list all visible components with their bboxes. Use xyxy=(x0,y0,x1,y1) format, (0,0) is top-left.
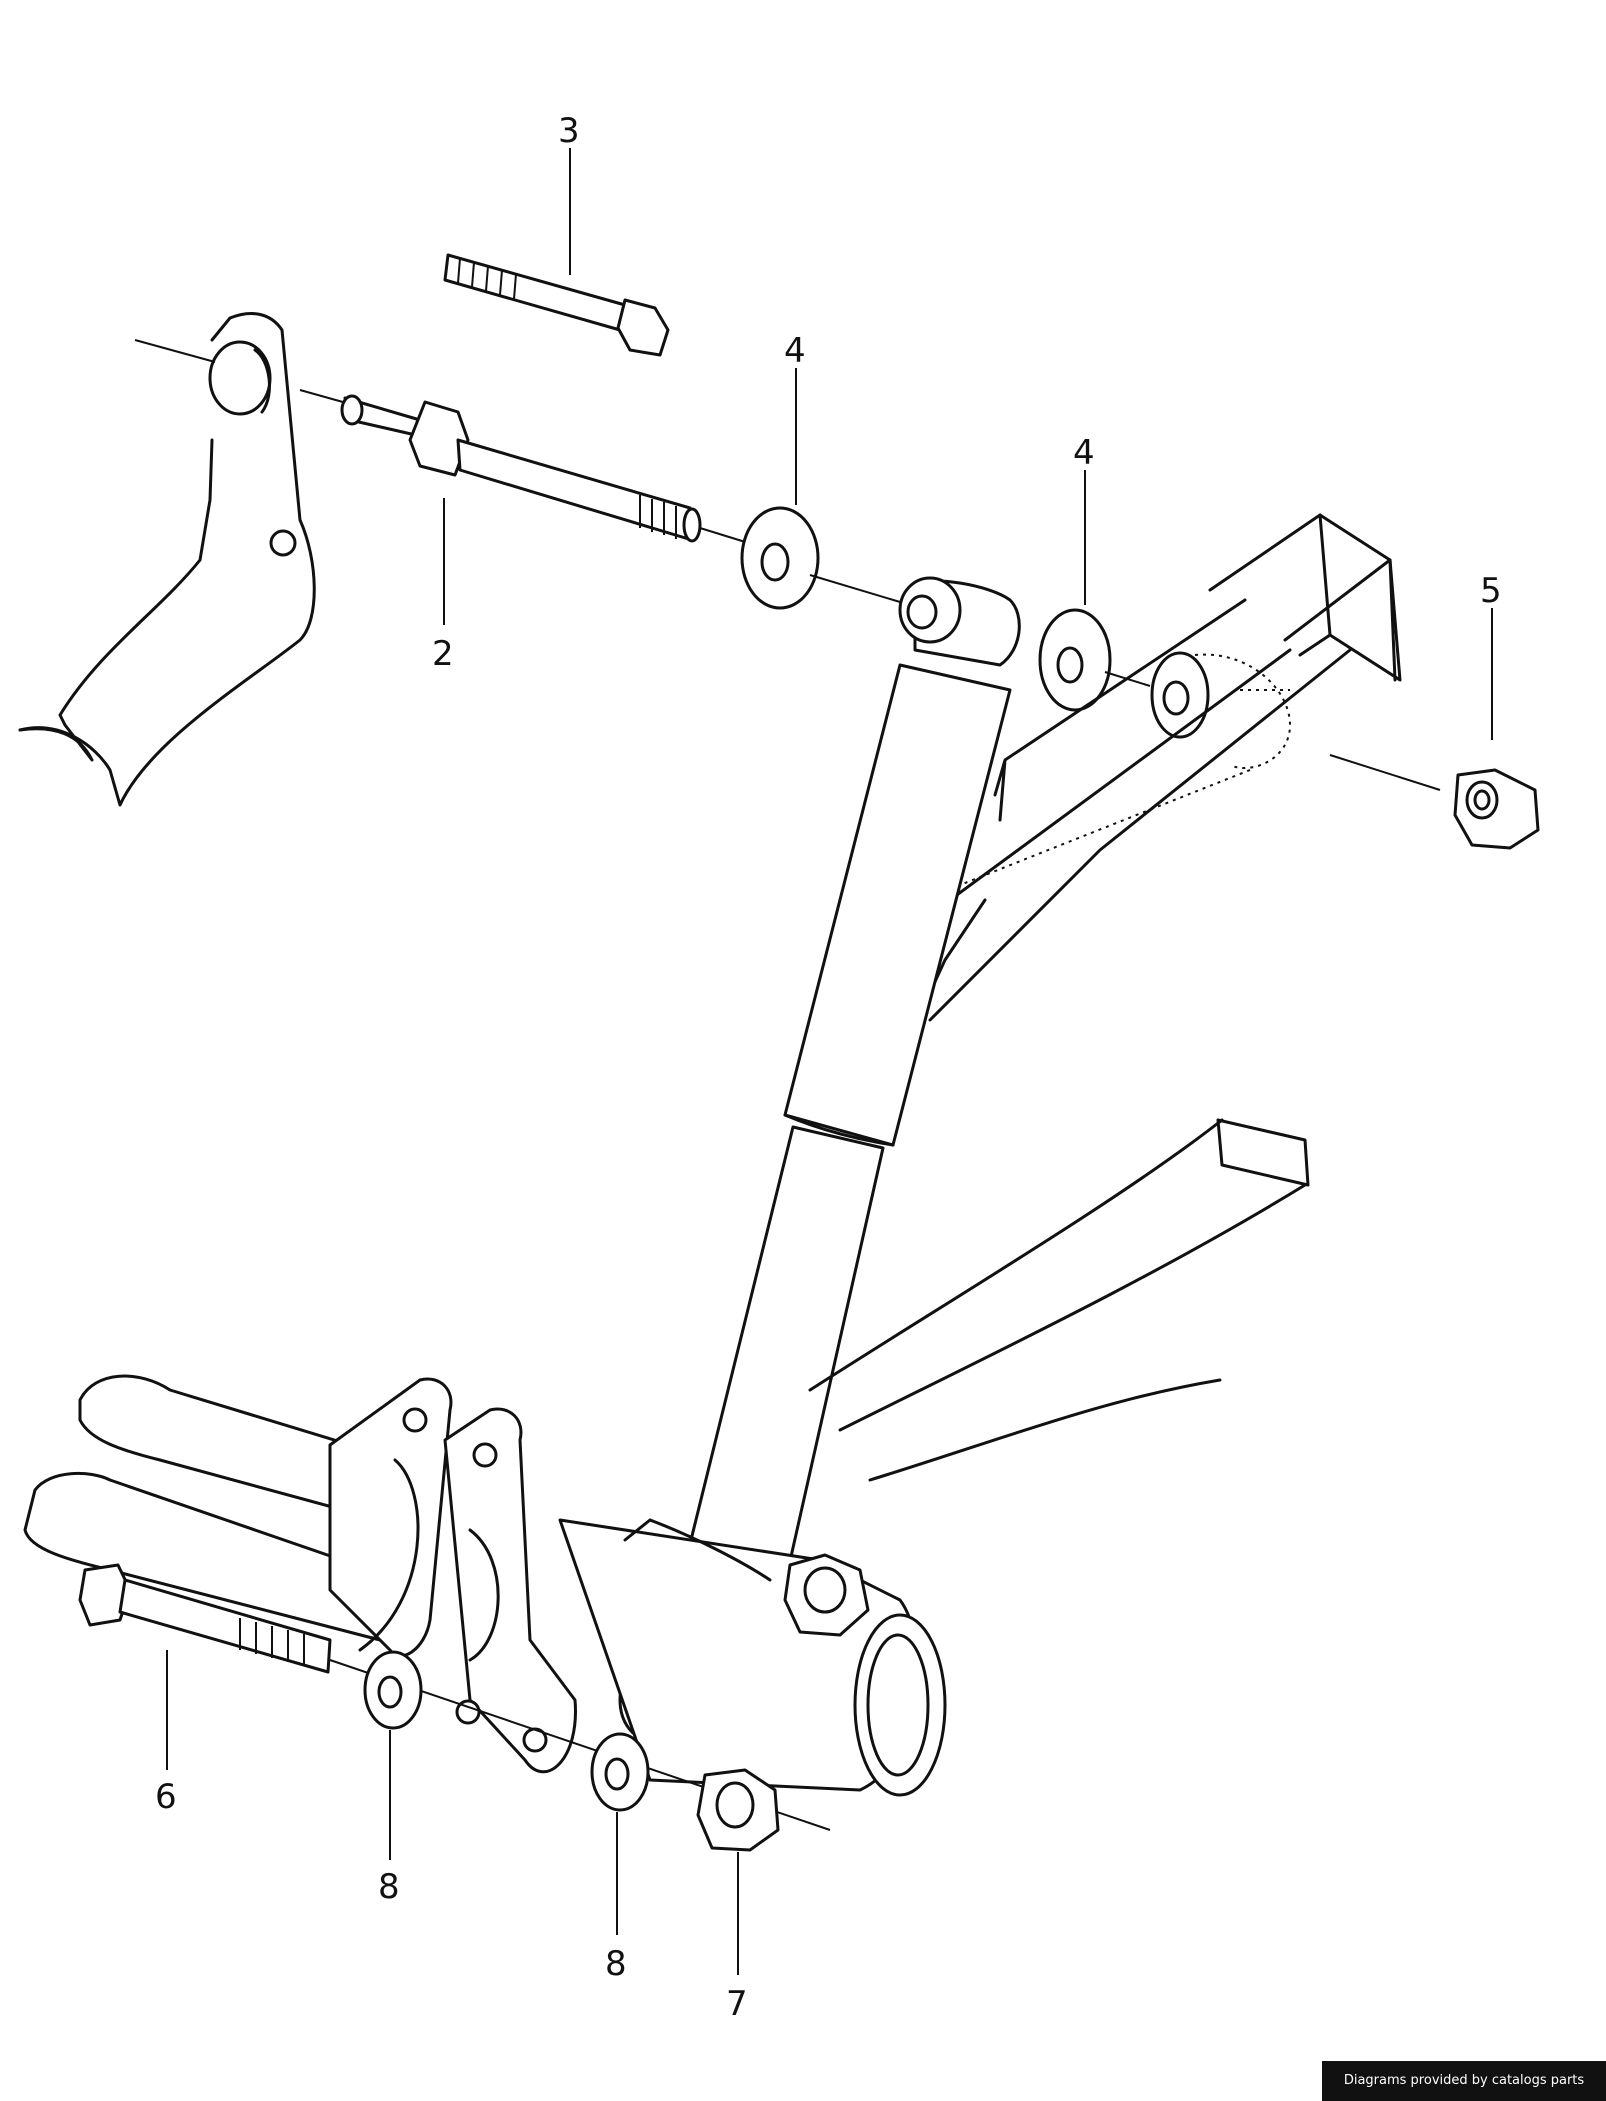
credit-badge: Diagrams provided by catalogs parts xyxy=(1322,2061,1606,2101)
frame-bushing xyxy=(959,564,1441,886)
callout-8-right: 8 xyxy=(605,1944,627,1984)
callout-7: 7 xyxy=(726,1984,748,2024)
callout-6: 6 xyxy=(155,1777,177,1817)
callout-5: 5 xyxy=(1480,571,1502,611)
leaf-spring xyxy=(808,1118,1310,1482)
nut-part-7 xyxy=(696,1768,780,1852)
rear-axle-assembly xyxy=(23,1374,947,1797)
callout-leaders xyxy=(166,148,1493,1975)
washer-part-8-right xyxy=(590,1732,650,1812)
callout-4-left: 4 xyxy=(784,331,806,371)
callout-4-right: 4 xyxy=(1073,433,1095,473)
washer-part-8-left xyxy=(363,1650,423,1730)
callout-2: 2 xyxy=(432,634,454,674)
callout-3: 3 xyxy=(558,111,580,151)
callout-8-left: 8 xyxy=(378,1867,400,1907)
upper-mounting-bracket xyxy=(18,312,316,807)
nut-part-5 xyxy=(1453,768,1540,850)
upper-frame-member xyxy=(913,513,1402,1027)
washer-part-4-right xyxy=(1038,608,1151,712)
upper-stud-part-2 xyxy=(299,389,756,546)
bolt-part-3 xyxy=(443,253,670,357)
washer-part-4-left xyxy=(740,506,901,610)
